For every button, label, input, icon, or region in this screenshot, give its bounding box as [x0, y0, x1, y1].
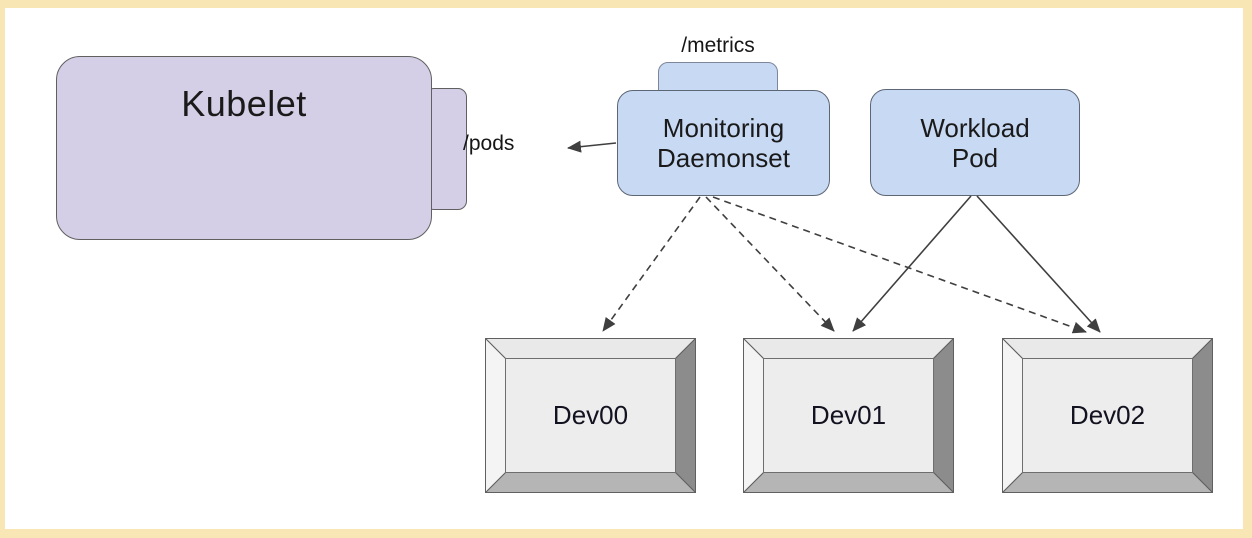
edge-monitoring-to-dev02	[712, 196, 1087, 334]
edge-monitoring-to-dev00	[602, 196, 701, 332]
edge-workload-to-dev01	[852, 195, 972, 332]
device-frame-bevel	[485, 338, 696, 493]
kubelet-node: Kubelet	[56, 56, 432, 240]
device-frame-bevel	[1002, 338, 1213, 493]
edge-monitoring-to-dev01	[705, 196, 835, 332]
device-label-dev01: Dev01	[810, 400, 887, 430]
device-label-dev00: Dev00	[552, 400, 629, 430]
kubelet-label: Kubelet	[181, 83, 307, 124]
monitoring-daemonset-node: Monitoring Daemonset	[617, 90, 830, 196]
device-node-dev01: Dev01	[743, 338, 954, 493]
edge-monitoring-to-kubelet-pods	[567, 140, 617, 153]
workload-pod-label-line2: Pod	[951, 143, 999, 173]
workload-pod-label-line1: Workload	[920, 113, 1030, 143]
monitoring-daemonset-label-line1: Monitoring	[662, 113, 785, 143]
device-node-dev02: Dev02	[1002, 338, 1213, 493]
device-label-dev02: Dev02	[1069, 400, 1146, 430]
metrics-endpoint-label: /metrics	[681, 34, 755, 57]
monitoring-daemonset-label-line2: Daemonset	[657, 143, 790, 173]
device-frame-bevel	[743, 338, 954, 493]
workload-pod-node: Workload Pod	[870, 89, 1080, 196]
edge-workload-to-dev02	[976, 195, 1101, 333]
pods-endpoint-label: /pods	[463, 132, 515, 155]
device-node-dev00: Dev00	[485, 338, 696, 493]
